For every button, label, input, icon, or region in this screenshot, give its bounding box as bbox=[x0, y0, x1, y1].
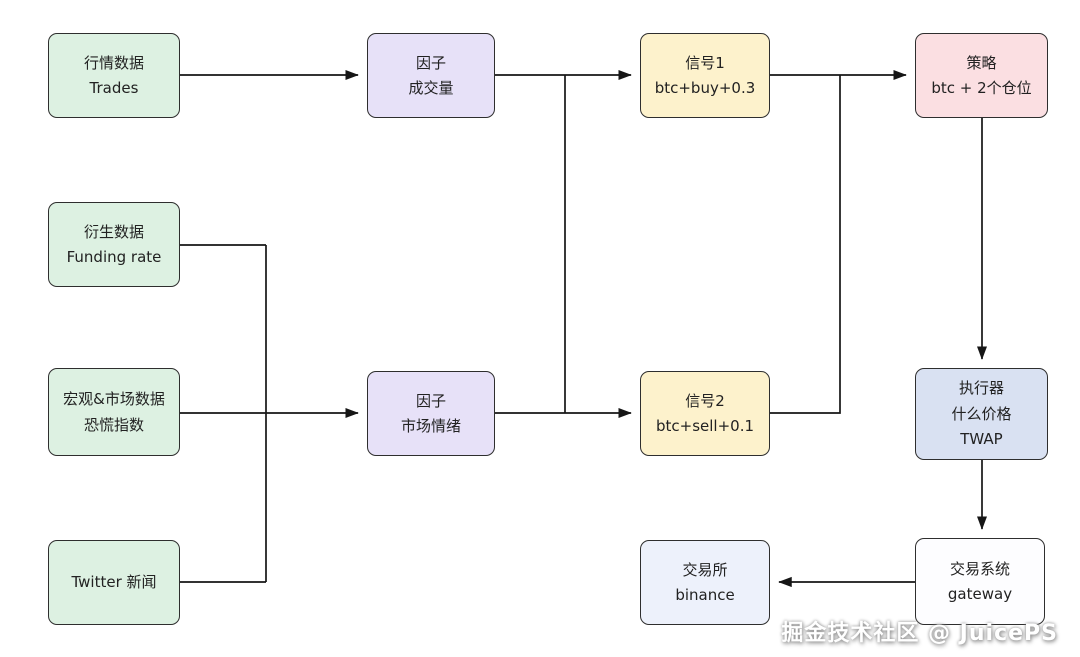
node-signal-2: 信号2 btc+sell+0.1 bbox=[640, 371, 770, 456]
node-macro-market-data: 宏观&市场数据 恐慌指数 bbox=[48, 368, 180, 456]
node-title: 因子 bbox=[415, 391, 446, 410]
node-title: 执行器 bbox=[958, 379, 1004, 398]
node-market-data: 行情数据 Trades bbox=[48, 33, 180, 118]
node-subtitle: 什么价格 bbox=[951, 404, 1012, 423]
node-factor-sentiment: 因子 市场情绪 bbox=[367, 371, 495, 456]
node-title: 行情数据 bbox=[83, 53, 144, 72]
node-subtitle: Funding rate bbox=[66, 248, 162, 266]
node-subtitle: btc+buy+0.3 bbox=[654, 79, 756, 97]
node-signal-1: 信号1 btc+buy+0.3 bbox=[640, 33, 770, 118]
node-subtitle: Trades bbox=[89, 79, 139, 97]
node-title: 信号2 bbox=[685, 391, 725, 410]
edge-signal2-to-join bbox=[770, 75, 841, 414]
node-executor: 执行器 什么价格 TWAP bbox=[915, 368, 1048, 460]
node-title: Twitter 新闻 bbox=[71, 573, 157, 592]
watermark: 掘金技术社区 @ JuicePS bbox=[781, 621, 1058, 646]
node-derivative-data: 衍生数据 Funding rate bbox=[48, 202, 180, 287]
node-title: 信号1 bbox=[685, 53, 725, 72]
node-title: 宏观&市场数据 bbox=[63, 390, 165, 408]
node-subtitle: binance bbox=[675, 586, 735, 604]
node-trading-system: 交易系统 gateway bbox=[915, 538, 1045, 625]
node-subtitle: 恐慌指数 bbox=[83, 415, 144, 434]
node-subtitle: 市场情绪 bbox=[400, 417, 461, 435]
node-subtitle: btc+sell+0.1 bbox=[655, 417, 755, 435]
node-subtitle: 成交量 bbox=[408, 79, 454, 97]
node-strategy: 策略 btc + 2个仓位 bbox=[915, 33, 1048, 118]
node-subtitle: gateway bbox=[947, 585, 1013, 603]
node-exchange: 交易所 binance bbox=[640, 540, 770, 625]
node-title: 策略 bbox=[966, 53, 997, 72]
node-factor-volume: 因子 成交量 bbox=[367, 33, 495, 118]
node-subtitle: btc + 2个仓位 bbox=[931, 79, 1032, 97]
node-twitter-news: Twitter 新闻 bbox=[48, 540, 180, 625]
node-title: 交易系统 bbox=[949, 559, 1010, 578]
node-title: 交易所 bbox=[682, 560, 728, 579]
node-title: 衍生数据 bbox=[83, 222, 144, 241]
node-title: 因子 bbox=[415, 53, 446, 72]
node-subtitle2: TWAP bbox=[960, 430, 1003, 449]
